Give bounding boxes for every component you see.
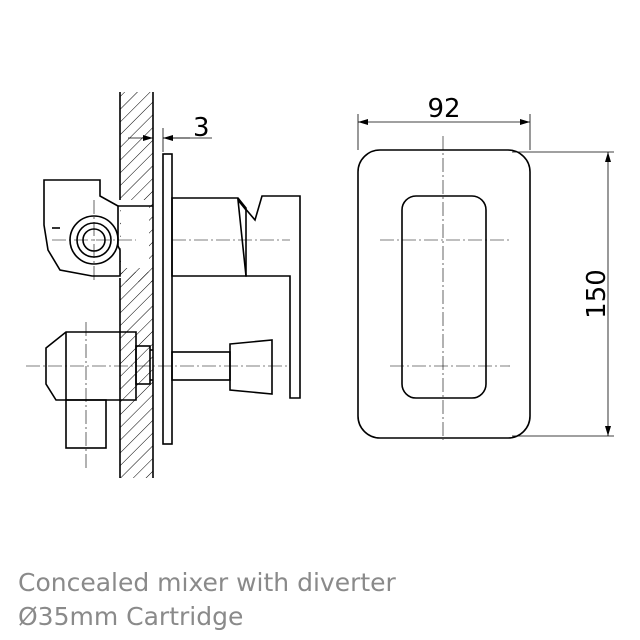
wall-plate — [162, 153, 173, 445]
wall-section — [119, 92, 154, 478]
height-dimension-label: 150 — [582, 269, 612, 319]
side-view: 3 — [26, 92, 301, 478]
diverter-knob — [171, 339, 273, 395]
width-dimension-label: 92 — [427, 94, 460, 124]
cover-plate — [357, 149, 531, 439]
technical-drawing: 3 — [26, 92, 614, 478]
side-center-lines — [26, 200, 290, 470]
gap-dimension-label: 3 — [193, 113, 210, 143]
height-dimension: 150 — [512, 151, 614, 437]
lever-handle — [171, 195, 301, 399]
caption-subtitle: Ø35mm Cartridge — [18, 602, 244, 631]
front-view: 92 150 — [357, 94, 614, 440]
caption-title: Concealed mixer with diverter — [18, 568, 396, 597]
cover-plate-recess — [401, 195, 487, 399]
width-dimension: 92 — [357, 94, 531, 150]
gap-dimension: 3 — [128, 92, 212, 152]
